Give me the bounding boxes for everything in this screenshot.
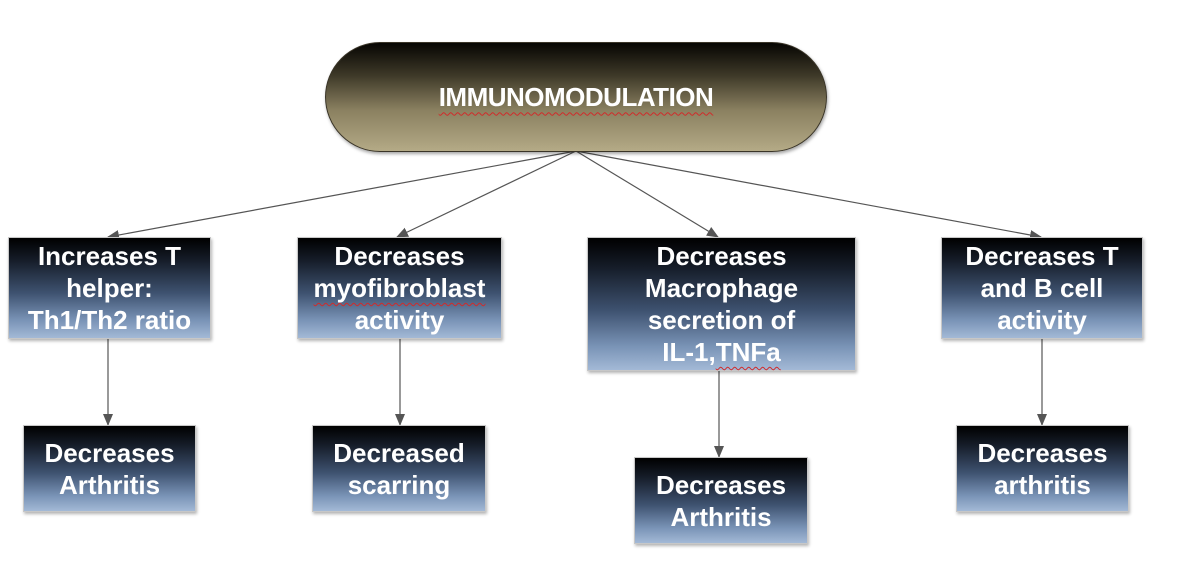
root-label: IMMUNOMODULATION: [438, 81, 714, 112]
effect-node-th-ratio: Increases T helper: Th1/Th2 ratio: [8, 237, 211, 339]
outcome-node-macrophage-arthritis: Decreases Arthritis: [634, 457, 808, 544]
outcome-label: Decreased scarring: [333, 437, 465, 500]
root-node-immunomodulation: IMMUNOMODULATION: [325, 42, 827, 152]
effect-node-macrophage: Decreases Macrophage secretion of IL-1,T…: [587, 237, 856, 371]
outcome-node-scarring: Decreased scarring: [312, 425, 486, 512]
effect-node-t-b-cell: Decreases T and B cell activity: [941, 237, 1143, 339]
arrow-root-to-effect-3: [575, 150, 719, 238]
effect-label: Decreases myofibroblast activity: [313, 241, 486, 335]
arrow-root-to-effect-2: [396, 150, 577, 238]
outcome-node-arthritis: Decreases Arthritis: [23, 425, 196, 512]
effect-node-myofibroblast: Decreases myofibroblast activity: [297, 237, 502, 339]
outcome-node-t-b-arthritis: Decreases arthritis: [956, 425, 1129, 512]
effect-label-keyword: TNFa: [715, 337, 781, 367]
arrow-root-to-effect-4: [575, 150, 1042, 240]
arrow-root-to-effect-1: [107, 150, 577, 240]
effect-label: Decreases T and B cell activity: [965, 241, 1119, 335]
effect-label-keyword: myofibroblast: [313, 273, 486, 303]
effect-label: Increases T helper: Th1/Th2 ratio: [27, 241, 192, 335]
effect-label: Decreases Macrophage secretion of IL-1,T…: [644, 241, 799, 367]
outcome-label: Decreases Arthritis: [44, 437, 175, 500]
outcome-label: Decreases Arthritis: [655, 469, 787, 532]
outcome-label: Decreases arthritis: [977, 437, 1108, 500]
